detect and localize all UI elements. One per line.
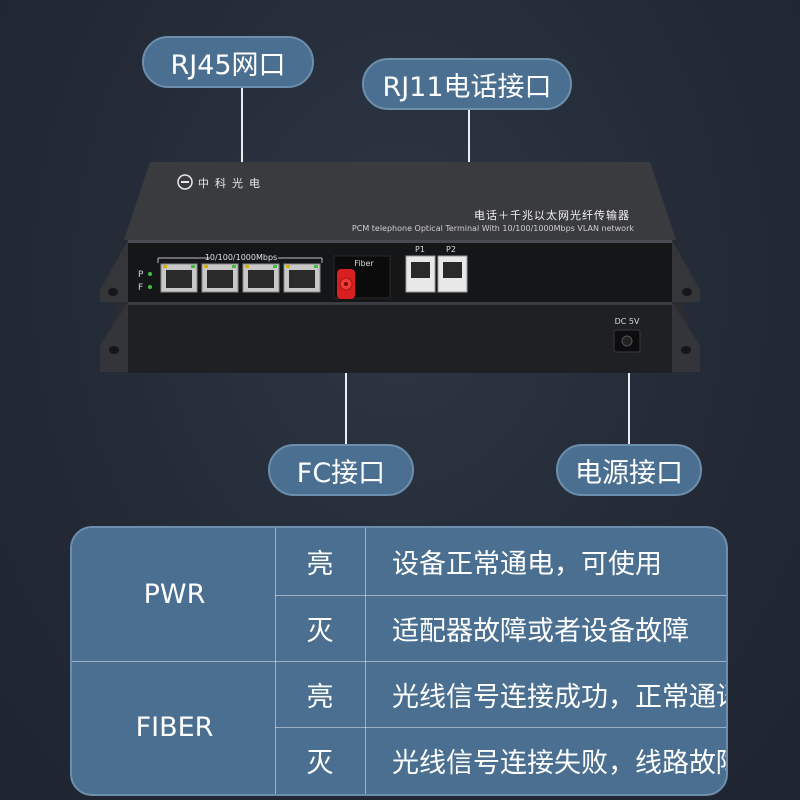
device-subtitle: PCM telephone Optical Terminal With 10/1… <box>352 224 634 233</box>
fiber-on-desc: 光线信号连接成功，正常通讯 <box>392 681 728 713</box>
port-p2-label: P2 <box>446 245 456 254</box>
dc-label: DC 5V <box>615 317 640 326</box>
led-f-label: F <box>138 283 143 293</box>
mount-hole <box>108 288 118 296</box>
pwr-on-desc: 设备正常通电，可使用 <box>392 549 662 580</box>
pwr-led-icon <box>148 272 152 276</box>
rj45-port-icon <box>160 263 198 293</box>
brand-logo-icon <box>177 174 193 190</box>
port-p1-label: P1 <box>415 245 425 254</box>
fiber-on-state: 亮 <box>306 681 334 713</box>
rj45-port-icon <box>201 263 239 293</box>
upper-unit: 中科光电 电话＋千兆以太网光纤传输器 PCM telephone Optical… <box>100 162 700 302</box>
power-leader-line <box>628 345 630 444</box>
device-title: 电话＋千兆以太网光纤传输器 <box>474 208 630 222</box>
mount-hole <box>681 346 691 354</box>
rj45-leader-line <box>241 88 243 266</box>
rj45-port-icon <box>242 263 280 293</box>
fiber-off-state: 灭 <box>306 748 334 779</box>
mount-hole <box>682 288 692 296</box>
rj11-callout: RJ11电话接口 <box>362 58 572 110</box>
led-status-table: PWR FIBER 亮 设备正常通电，可使用 灭 适配器故障或者设备故障 亮 光… <box>70 526 728 796</box>
fiber-label: Fiber <box>354 259 374 268</box>
lower-unit: DC 5V <box>100 300 700 373</box>
fiber-led-icon <box>148 285 152 289</box>
pwr-off-desc: 适配器故障或者设备故障 <box>392 615 689 647</box>
rj11-port-icon <box>437 255 468 293</box>
rj45-callout: RJ45网口 <box>142 36 314 88</box>
led-p-label: P <box>138 270 144 280</box>
fc-leader-line <box>345 292 347 444</box>
fiber-off-desc: 光线信号连接失败，线路故障 <box>392 748 728 779</box>
dc-jack-icon <box>613 329 641 353</box>
fiber-group-label: FIBER <box>135 712 214 743</box>
power-callout: 电源接口 <box>556 444 702 496</box>
fc-callout: FC接口 <box>268 444 414 496</box>
rj11-port-icon <box>405 255 436 293</box>
brand-name: 中科光电 <box>198 176 266 190</box>
mount-hole <box>109 346 119 354</box>
rj45-port-icon <box>283 263 321 293</box>
rj45-ports <box>160 263 321 293</box>
rj11-leader-line <box>468 110 470 260</box>
pwr-on-state: 亮 <box>306 549 334 580</box>
pwr-off-state: 灭 <box>306 615 334 647</box>
pwr-group-label: PWR <box>143 579 206 610</box>
fiber-module <box>333 255 391 299</box>
